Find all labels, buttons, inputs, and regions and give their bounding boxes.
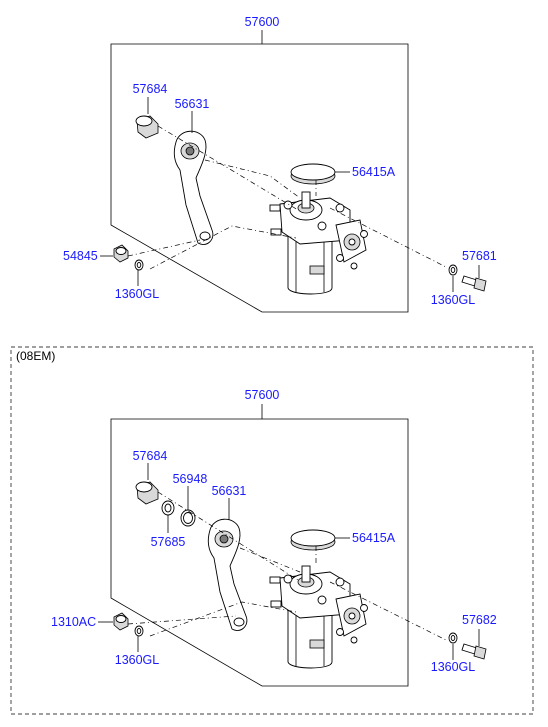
bottom-washer-left-label[interactable]: 1360GL xyxy=(115,653,160,667)
top-nut-part xyxy=(113,244,129,263)
top-pitman-arm-label[interactable]: 56631 xyxy=(175,97,210,111)
top-assembly-frame xyxy=(110,43,409,313)
bottom-cap-part xyxy=(135,481,159,505)
bottom-cover-part xyxy=(290,529,336,551)
bottom-seal-label[interactable]: 56948 xyxy=(173,472,208,486)
variant-box xyxy=(10,346,534,715)
bottom-cap-label[interactable]: 57684 xyxy=(133,449,168,463)
bottom-nut-label[interactable]: 1310AC xyxy=(51,615,96,629)
bottom-pitman-arm-part xyxy=(207,518,248,631)
bottom-ring-label[interactable]: 57685 xyxy=(151,535,186,549)
bottom-assembly-frame xyxy=(110,418,409,687)
bottom-bolt-label[interactable]: 57682 xyxy=(462,613,497,627)
bottom-nut-part xyxy=(113,612,129,631)
top-washer-right-label[interactable]: 1360GL xyxy=(431,293,476,307)
top-cover-label[interactable]: 56415A xyxy=(352,165,396,179)
bottom-pitman-arm-label[interactable]: 56631 xyxy=(212,484,247,498)
top-nut-label[interactable]: 54845 xyxy=(63,249,98,263)
bottom-gearbox-part xyxy=(269,565,368,669)
top-gearbox-part xyxy=(269,191,368,295)
bottom-bolt-part xyxy=(461,643,487,660)
variant-label: (08EM) xyxy=(16,349,55,363)
bottom-cover-label[interactable]: 56415A xyxy=(352,531,396,545)
bottom-assembly-label[interactable]: 57600 xyxy=(245,388,280,402)
top-bolt-label[interactable]: 57681 xyxy=(462,249,497,263)
top-cover-part xyxy=(290,163,336,185)
top-cap-part xyxy=(135,115,159,139)
top-section: 57600 57684 56631 56415A xyxy=(63,15,497,313)
top-cap-label[interactable]: 57684 xyxy=(133,82,168,96)
top-assembly-label[interactable]: 57600 xyxy=(245,15,280,29)
top-washer-left-label[interactable]: 1360GL xyxy=(115,287,160,301)
top-pitman-arm-part xyxy=(173,130,214,245)
top-bolt-part xyxy=(461,275,487,292)
bottom-section: (08EM) 57600 57684 57685 56948 56631 xyxy=(10,346,534,715)
bottom-washer-right-label[interactable]: 1360GL xyxy=(431,660,476,674)
